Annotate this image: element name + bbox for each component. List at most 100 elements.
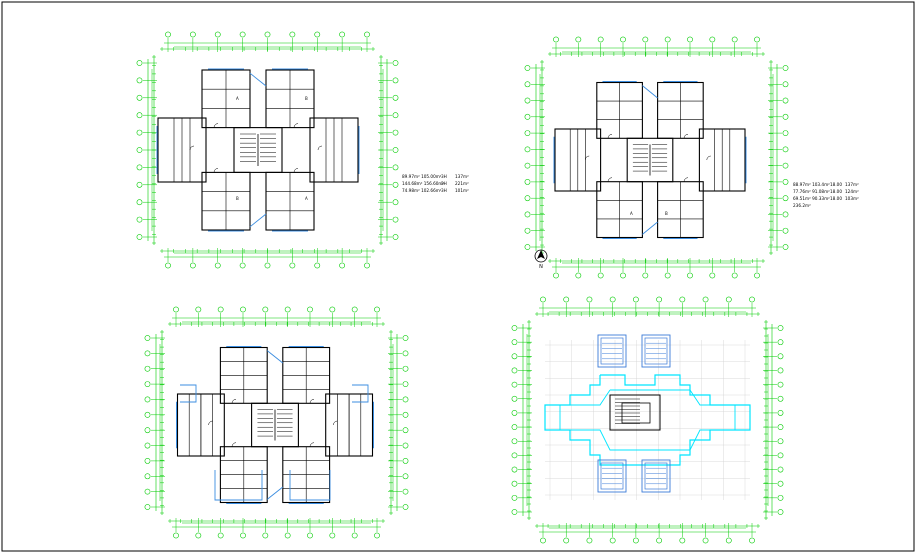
window (642, 221, 658, 235)
grid-bubble (374, 306, 380, 313)
window (249, 213, 267, 228)
grid-bubble (511, 367, 518, 374)
grid-bubble (586, 296, 593, 303)
grid-bubble (339, 262, 346, 269)
area-value: 74.98m² 102.66m² (402, 188, 442, 193)
grid-bubble (782, 130, 789, 136)
room-label: A (305, 196, 308, 201)
grid-bubble (195, 306, 202, 313)
grid-bubble (402, 504, 409, 510)
area-value: 89.97m² 105.00m² (402, 174, 442, 179)
grid-bubble (777, 325, 784, 331)
unit-size: 101m² (455, 188, 469, 193)
grid-bubble (262, 532, 269, 539)
grid-bubble (777, 367, 784, 374)
grid-bubble (777, 480, 784, 487)
area-value: 88.97m² 103.4m² (793, 182, 830, 187)
door-swing (683, 134, 689, 139)
grid-bubble (511, 466, 518, 473)
grid-bubble (642, 272, 649, 279)
grid-bubble (144, 488, 151, 495)
grid-bubble (782, 65, 789, 71)
grid-bubble (136, 60, 143, 66)
area-value: 236.2m² (793, 203, 811, 208)
balcony-inner (644, 337, 668, 365)
grid-bubble (777, 381, 784, 388)
building-outline-inner (559, 389, 736, 451)
grid-bubble (402, 411, 409, 418)
area-table-top-right: 88.97m² 103.4m² 18.00 137m² 77.76m² 91.0… (793, 182, 859, 208)
grid-bubble (679, 537, 686, 544)
grid-bubble (217, 532, 224, 539)
grid-bubble (240, 306, 246, 313)
grid-bubble (402, 365, 409, 372)
unit-count: 3H (441, 188, 447, 193)
balcony (352, 384, 369, 403)
grid-bubble (284, 532, 291, 539)
grid-bubble (214, 262, 221, 269)
grid-bubble (351, 306, 358, 313)
grid-bubble (136, 77, 143, 84)
balcony-outer (597, 334, 627, 368)
grid-bubble (392, 234, 399, 240)
window (249, 72, 267, 87)
room-label: B (665, 211, 668, 216)
grid-bubble (632, 296, 639, 303)
stair-core (626, 137, 674, 183)
grid-bubble (402, 381, 409, 387)
grid-bubble (136, 181, 143, 188)
grid-bubble (136, 216, 143, 223)
grid-bubble (524, 195, 531, 202)
door-swing (309, 399, 315, 404)
grid-bubble (511, 395, 518, 402)
grid-bubble (364, 31, 370, 38)
grid-bubble (553, 36, 559, 43)
grid-bubble (402, 350, 409, 357)
door-swing (213, 123, 219, 128)
grid-bubble (144, 396, 151, 403)
grid-bubble (782, 97, 789, 104)
grid-bubble (782, 81, 789, 88)
grid-bubble (136, 129, 143, 136)
grid-bubble (136, 112, 143, 119)
unit-count: 18.00 (830, 189, 842, 194)
grid-bubble (777, 466, 784, 473)
grid-bubble (144, 381, 151, 387)
grid-bubble (511, 339, 518, 346)
grid-bubble (511, 424, 518, 430)
grid-bubble (731, 36, 738, 43)
grid-bubble (687, 36, 693, 43)
grid-bubble (402, 458, 409, 464)
grid-bubble (144, 473, 151, 480)
grid-bubble (392, 112, 399, 119)
grid-bubble (656, 296, 663, 303)
grid-bubble (524, 146, 531, 153)
grid-bubble (136, 234, 143, 240)
door-swing (231, 442, 237, 447)
grid-bubble (709, 36, 716, 43)
grid-bubble (173, 306, 179, 313)
grid-bubble (687, 272, 693, 279)
grid-bubble (609, 537, 616, 544)
grid-bubble (731, 272, 738, 279)
unit-count: 18.00 (830, 196, 842, 201)
door-swing (607, 177, 613, 182)
grid-bubble (165, 31, 171, 38)
grid-bubble (392, 147, 399, 153)
grid-bubble (402, 335, 409, 341)
grid-bubble (392, 60, 399, 66)
grid-bubble (307, 306, 313, 313)
area-value: 144.68m² 156.60m² (402, 181, 444, 186)
unit-count: 3H (441, 174, 447, 179)
grid-bubble (511, 494, 518, 501)
grid-bubble (351, 532, 358, 539)
grid-bubble (782, 146, 789, 153)
unit-size: 137m² (455, 174, 469, 179)
grid-bubble (136, 147, 143, 153)
grid-bubble (777, 509, 784, 515)
balcony-outer (641, 334, 671, 368)
grid-bubble (144, 458, 151, 464)
grid-bubble (782, 195, 789, 202)
